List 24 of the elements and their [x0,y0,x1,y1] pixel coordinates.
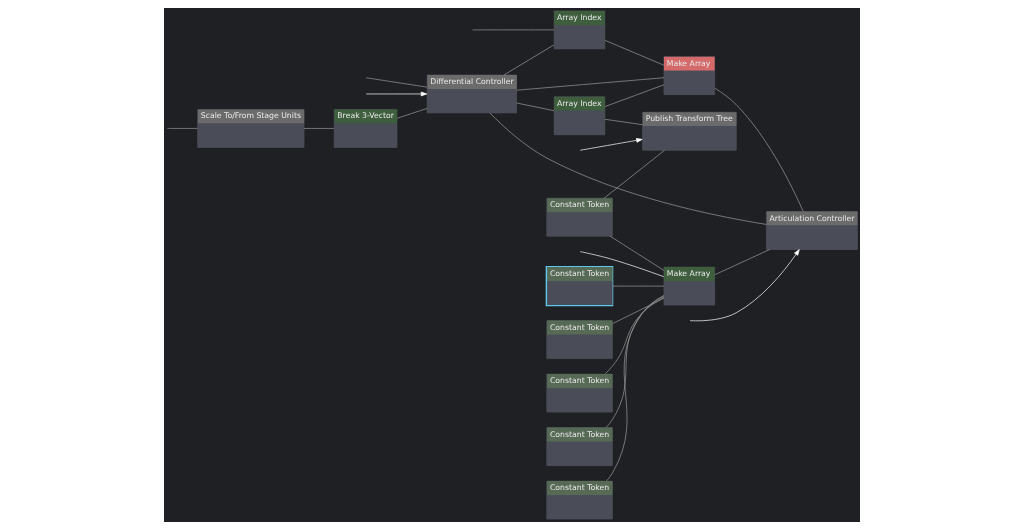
connector [606,295,665,482]
arrow [689,249,800,322]
connector [604,40,665,66]
connector [605,295,665,428]
connector [503,44,555,76]
connector [516,77,665,91]
connector [579,251,665,278]
connector [167,128,198,129]
connector [604,84,665,107]
connector [604,296,665,375]
connector [612,285,665,287]
arrow [579,138,643,151]
connector [603,149,665,199]
connector [714,87,804,212]
connector [714,249,770,276]
connector [604,118,643,125]
connector [365,77,428,88]
connector [612,297,665,325]
connector [303,128,335,129]
arrow [365,91,428,97]
connector [396,108,428,119]
connector [472,29,555,31]
connector [516,102,555,112]
connector [609,235,665,271]
